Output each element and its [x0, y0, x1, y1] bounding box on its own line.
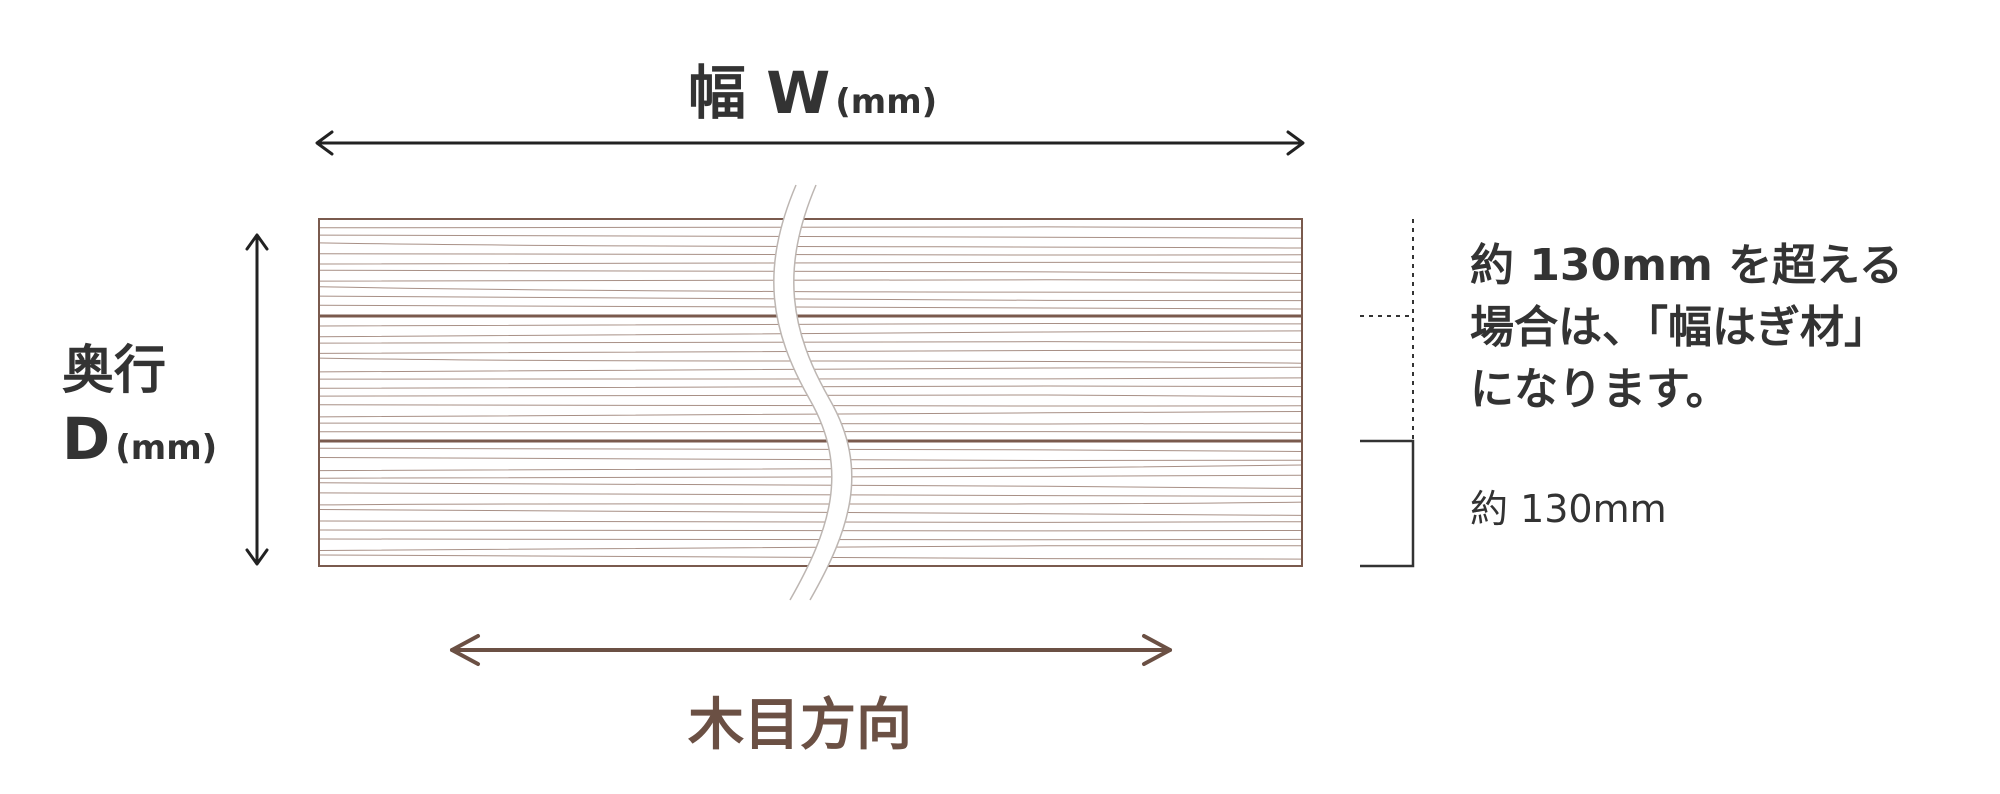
- wood-grain-line: [319, 492, 1302, 497]
- wood-grain-line: [319, 404, 1302, 407]
- note-line-2: 場合は、「幅はぎ材」: [1470, 302, 1888, 353]
- board-width-bracket: [1360, 219, 1415, 568]
- width-label-unit: (mm): [835, 82, 938, 122]
- wood-grain-line: [319, 253, 1302, 256]
- note-line-3: になります。: [1470, 364, 1730, 415]
- note-line-1: 約 130mm を超える: [1470, 240, 1903, 291]
- wood-grain-line: [319, 286, 1302, 293]
- wood-grain-line: [319, 279, 1302, 282]
- width-label: 幅 W (mm): [688, 46, 937, 130]
- wood-grain-line: [319, 422, 1302, 425]
- wood-grain-line: [319, 295, 1302, 302]
- depth-label-main: D: [62, 405, 111, 473]
- grain-direction-label: 木目方向: [688, 693, 912, 758]
- wood-board: [318, 184, 1303, 601]
- depth-label: D (mm): [62, 405, 217, 473]
- depth-arrow-icon: [245, 233, 269, 566]
- wood-grain-line: [319, 430, 1302, 433]
- grain-direction-arrow-icon: [450, 634, 1172, 666]
- board-width-label: 約 130mm: [1470, 487, 1667, 531]
- width-label-main: 幅 W: [688, 59, 831, 127]
- wood-grain-line: [319, 242, 1302, 249]
- width-arrow-icon: [315, 130, 1305, 156]
- wood-grain-line: [319, 509, 1302, 516]
- wood-grain-line: [319, 304, 1302, 310]
- wood-grain-line: [319, 482, 1302, 489]
- depth-label-unit: (mm): [115, 428, 218, 468]
- depth-label-line1: 奥行: [62, 341, 167, 401]
- wood-grain-line: [319, 501, 1302, 506]
- wood-grain-line: [319, 474, 1302, 479]
